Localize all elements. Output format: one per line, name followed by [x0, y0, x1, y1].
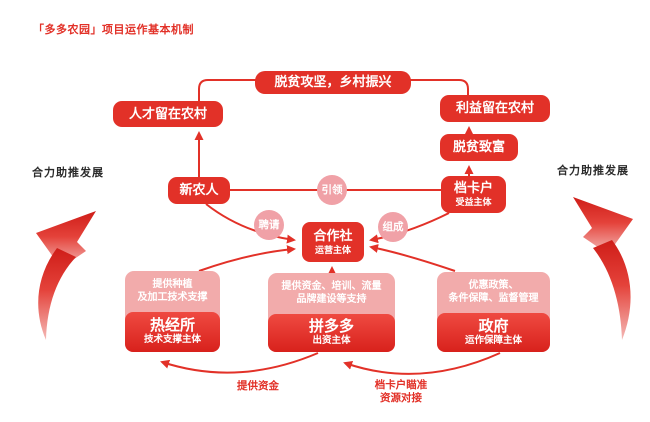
line-talent-to-topgoal: [198, 79, 256, 101]
connector-zucheng: 组成: [378, 212, 408, 242]
rejingsuo-role: 技术支撑主体: [143, 334, 201, 345]
pinduoduo-role: 出资主体: [312, 335, 351, 346]
arrow-xinnongren-to-hezuoshe: [205, 203, 296, 244]
left-side-label: 合力助推发展: [32, 167, 104, 179]
rejingsuo-entity: 热经所 技术支撑主体: [125, 312, 220, 352]
hezuoshe-role: 运营主体: [314, 244, 351, 255]
node-xinnongren: 新农人: [168, 177, 230, 204]
zhengfu-entity: 政府 运作保障主体: [437, 313, 550, 352]
node-zhengfu: 优惠政策、 条件保障、监督管理 政府 运作保障主体: [437, 272, 550, 352]
node-rejingsuo: 提供种植 及加工技术支撑 热经所 技术支撑主体: [125, 271, 220, 352]
node-hezuoshe: 合作社 运营主体: [302, 222, 364, 262]
connector-yinling: 引领: [317, 175, 347, 205]
arrow-pinduoduo-to-rejingsuo: [160, 352, 319, 374]
dangkahu-role: 受益主体: [455, 197, 492, 208]
left-swoosh-arrow: [36, 211, 96, 340]
page-title: 「多多农园」项目运作基本机制: [33, 24, 194, 36]
pinduoduo-name: 拼多多: [308, 318, 354, 335]
node-pinduoduo: 提供资金、培训、流量 品牌建设等支持 拼多多 出资主体: [268, 273, 395, 352]
node-benefit: 利益留在农村: [440, 95, 550, 122]
arrow-zhengfu-to-pinduoduo: [343, 352, 501, 375]
arrow-dangkahu-to-hezuoshe: [369, 212, 450, 244]
zhengfu-role: 运作保障主体: [464, 334, 522, 346]
connector-pinqing: 聘请: [254, 210, 284, 240]
right-side-label: 合力助推发展: [557, 165, 629, 177]
dangkahu-name: 档卡户: [453, 180, 493, 196]
arrow-rejingsuo-to-hezuoshe: [198, 245, 296, 272]
arrow-zhengfu-to-hezuoshe: [369, 244, 456, 272]
hezuoshe-name: 合作社: [313, 227, 353, 243]
rejingsuo-support: 提供种植 及加工技术支撑: [137, 279, 208, 303]
node-talent: 人才留在农村: [113, 101, 223, 127]
right-swoosh-arrow: [573, 197, 633, 340]
pinduoduo-support: 提供资金、培训、流量 品牌建设等支持: [281, 281, 382, 305]
pinduoduo-entity: 拼多多 出资主体: [268, 314, 395, 352]
rejingsuo-name: 热经所: [149, 317, 195, 334]
target-flow-label: 档卡户瞄准 资源对接: [374, 379, 428, 404]
fund-flow-label: 提供资金: [237, 380, 279, 392]
zhengfu-name: 政府: [478, 317, 509, 335]
node-top-goal: 脱贫攻坚，乡村振兴: [255, 71, 411, 94]
line-benefit-to-topgoal: [410, 79, 469, 95]
zhengfu-support: 优惠政策、 条件保障、监督管理: [448, 280, 539, 304]
node-dangkahu: 档卡户 受益主体: [441, 176, 506, 213]
node-prosperity: 脱贫致富: [440, 134, 518, 161]
